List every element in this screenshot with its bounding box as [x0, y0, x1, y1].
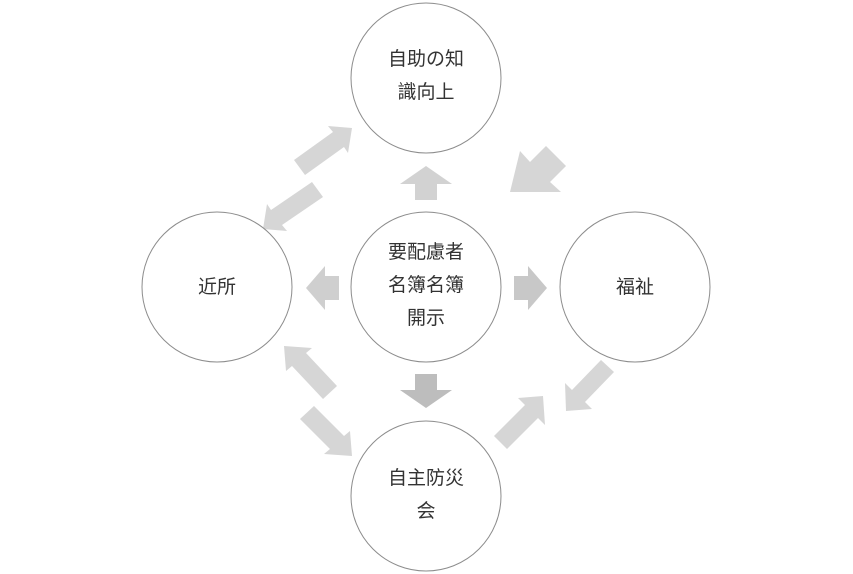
arrow-left-bottom-up — [284, 346, 337, 399]
node-center-line-1: 要配慮者 — [388, 241, 464, 263]
arrow-left-top-up — [294, 126, 352, 175]
arrow-left-bottom-down — [300, 406, 352, 456]
arrow-bottom-to-right — [494, 396, 545, 449]
node-right: 福祉 — [559, 211, 711, 363]
node-center: 要配慮者 名簿名簿 開示 — [350, 211, 502, 363]
arrow-right-to-top — [510, 146, 566, 192]
node-center-circle — [350, 211, 502, 363]
node-bottom-line-2: 会 — [416, 500, 435, 522]
node-bottom-line-1: 自主防災 — [388, 467, 464, 489]
node-top: 自助の知 識向上 — [350, 2, 502, 154]
node-left: 近所 — [141, 211, 293, 363]
arrow-center-to-left — [306, 266, 339, 310]
node-top-line-1: 自助の知 — [388, 48, 464, 70]
arrow-center-to-right — [514, 266, 547, 310]
node-top-line-2: 識向上 — [397, 81, 454, 103]
arrow-center-to-top — [400, 166, 452, 200]
arrow-left-top-down — [263, 182, 323, 231]
node-center-line-2: 名簿名簿 — [388, 274, 464, 296]
node-bottom-circle — [350, 420, 502, 572]
node-right-circle — [559, 211, 711, 363]
node-center-line-3: 開示 — [407, 307, 445, 329]
arrow-right-to-bottom — [565, 360, 614, 411]
node-bottom: 自主防災 会 — [350, 420, 502, 572]
node-right-line-1: 福祉 — [616, 276, 654, 298]
node-top-circle — [350, 2, 502, 154]
arrow-center-to-bottom — [400, 374, 452, 408]
node-left-line-1: 近所 — [198, 276, 236, 298]
node-left-circle — [141, 211, 293, 363]
